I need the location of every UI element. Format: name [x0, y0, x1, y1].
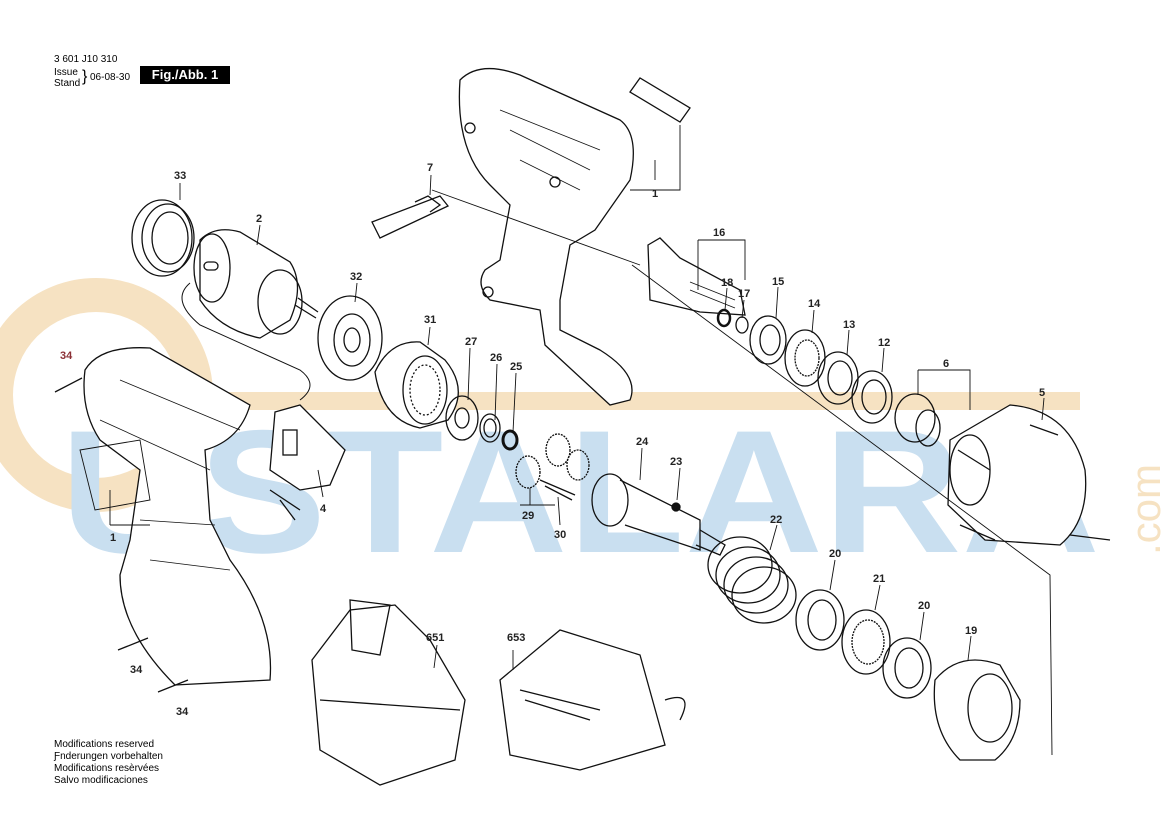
- callout-26: 26: [490, 352, 502, 364]
- part-20-washer-a: [795, 589, 845, 651]
- callout-24: 24: [636, 436, 649, 448]
- callout-27: 27: [465, 336, 477, 348]
- issue-date: 06-08-30: [90, 72, 131, 83]
- callout-5: 5: [1039, 387, 1045, 399]
- part-20-washer-b: [882, 637, 932, 699]
- label-placard-top: [629, 77, 691, 123]
- callout-7: 7: [427, 162, 433, 174]
- callout-14: 14: [808, 298, 821, 310]
- callout-34-mid: 34: [130, 664, 143, 676]
- part-21-bearing: [841, 609, 891, 675]
- part-4-switch: [269, 404, 346, 521]
- part-number: 3 601 J10 310: [54, 54, 118, 65]
- callout-16: 16: [713, 227, 725, 239]
- part-17-circlip: [735, 316, 749, 334]
- callout-32: 32: [350, 271, 362, 283]
- part-1-left-housing: [79, 347, 272, 686]
- part-33-ring: [131, 199, 195, 277]
- part-31-ring-gear: [374, 341, 459, 429]
- part-7-slider: [371, 195, 450, 239]
- watermark-orange-band: [90, 392, 1080, 410]
- footer-line-fr: Modifications resèrvées: [54, 763, 160, 774]
- part-27-bearing: [445, 395, 479, 441]
- part-29-gears: [515, 433, 590, 489]
- callout-21: 21: [873, 573, 885, 585]
- brace-glyph: }: [82, 68, 88, 85]
- leader-lines: [109, 125, 1053, 756]
- part-26-washer: [479, 413, 501, 443]
- stand-label: Stand: [54, 78, 81, 89]
- callout-29: 29: [522, 510, 534, 522]
- callout-17: 17: [738, 288, 750, 300]
- part-14-bearing: [784, 329, 826, 387]
- part-24-carrier: [591, 473, 726, 556]
- issue-label: Issue: [54, 67, 78, 78]
- part-5-screws: [957, 424, 1111, 541]
- callout-13: 13: [843, 319, 855, 331]
- part-1-housing-half: [458, 67, 634, 406]
- part-22-spring: [707, 536, 797, 624]
- part-30-pins: [539, 479, 576, 501]
- callout-12: 12: [878, 337, 890, 349]
- part-16-spindle: [647, 237, 746, 316]
- part-12-washer: [851, 370, 893, 424]
- part-2-motor: [181, 229, 319, 401]
- part-19-anvil-housing: [933, 659, 1021, 761]
- callout-15: 15: [772, 276, 784, 288]
- callout-20-a: 20: [829, 548, 841, 560]
- part-32-disc: [317, 295, 383, 381]
- callout-653: 653: [507, 632, 525, 644]
- callout-31: 31: [424, 314, 436, 326]
- part-15-washer: [749, 315, 787, 365]
- callout-20-b: 20: [918, 600, 930, 612]
- callout-numbers: 33 2 32 31 27 26 25 7 1 16 18 17 15 14 1…: [60, 162, 1045, 718]
- callout-34-top: 34: [60, 350, 73, 362]
- callout-1-left: 1: [110, 532, 116, 544]
- part-18-o-ring: [716, 308, 732, 328]
- part-25-o-ring: [501, 429, 519, 451]
- callout-34-bottom: 34: [176, 706, 189, 718]
- footer-line-en: Modifications reserved: [54, 739, 155, 750]
- callout-651: 651: [426, 632, 444, 644]
- footer-notes: Modifications reserved Ƒnderungen vorbeh…: [54, 739, 163, 787]
- callout-30: 30: [554, 529, 566, 541]
- callout-25: 25: [510, 361, 522, 373]
- figure-badge: Fig./Abb. 1: [140, 66, 230, 84]
- callout-23: 23: [670, 456, 682, 468]
- callout-2: 2: [256, 213, 262, 225]
- callout-1-top: 1: [652, 188, 658, 200]
- callout-4: 4: [320, 503, 327, 515]
- part-6-sleeve: [894, 393, 941, 447]
- callout-19: 19: [965, 625, 977, 637]
- callout-33: 33: [174, 170, 186, 182]
- part-651-battery: [311, 599, 466, 786]
- part-34-screws: [54, 377, 189, 693]
- callout-22: 22: [770, 514, 782, 526]
- footer-line-de: Ƒnderungen vorbehalten: [54, 751, 163, 762]
- callout-18: 18: [721, 277, 733, 289]
- watermark-suffix: .com: [1122, 464, 1168, 555]
- part-653-charger: [499, 629, 686, 771]
- callout-6: 6: [943, 358, 949, 370]
- part-23-ball: [671, 502, 681, 512]
- footer-line-es: Salvo modificaciones: [54, 775, 148, 786]
